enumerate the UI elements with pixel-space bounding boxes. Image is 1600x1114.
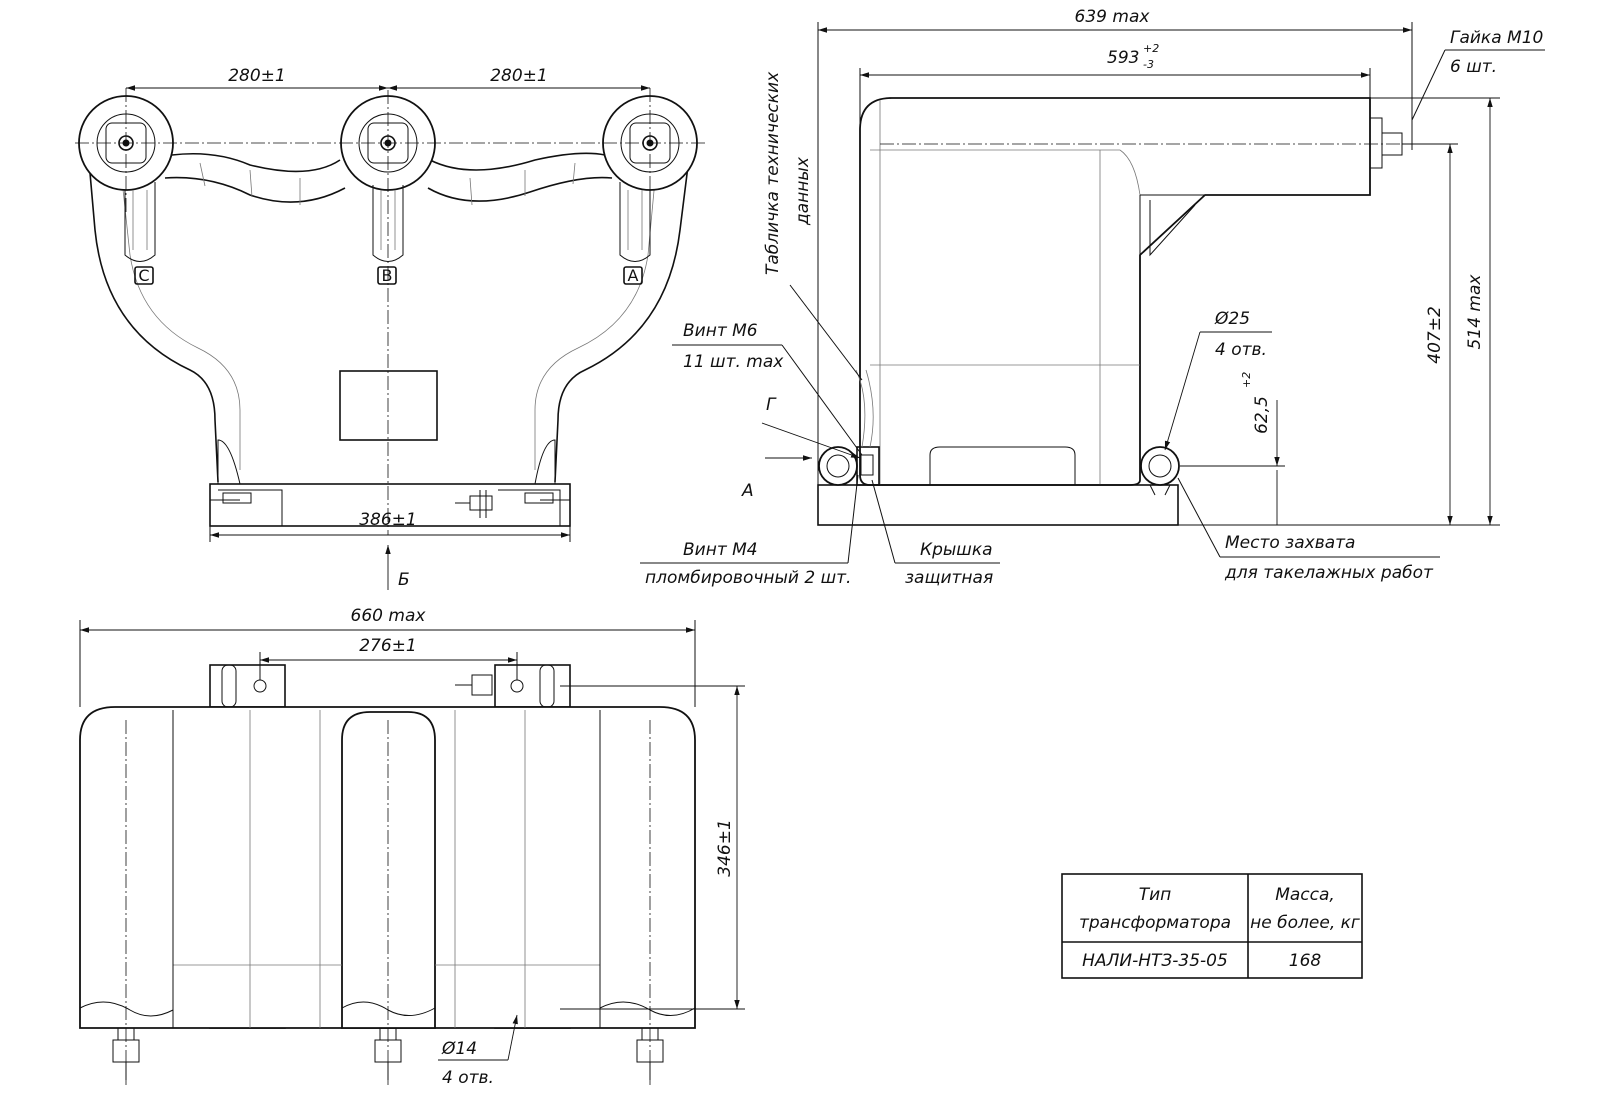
side-view: 639 max 593 +2 -3 514 max 407±2 62,5 +2 … [640,7,1545,588]
terminal-label-b: B [377,266,397,285]
plate-callout-2: данных [793,156,813,226]
table-col2-header-2: не более, кг [1250,913,1360,933]
nut-callout-qty: 6 шт. [1450,57,1497,77]
front-frame-outline [87,149,691,483]
view-a-label: А [741,481,754,501]
hole14-count: 4 отв. [442,1068,494,1088]
front-view: C B A 280±1 280±1 [75,66,705,590]
front-frame-inner [121,179,656,470]
cover-callout: Крышка [920,540,993,560]
side-body [859,97,1371,486]
hole25-label: Ø25 [1214,309,1250,329]
nut-callout: Гайка М10 [1450,28,1543,48]
svg-text:C: C [138,266,149,285]
dim-overall-height: 514 max [1465,274,1485,350]
dim-overall-length: 639 max [1075,7,1151,27]
lift-callout-2: для такелажных работ [1224,563,1434,583]
svg-text:A: A [628,266,639,285]
side-base [817,484,1179,526]
terminal-label-c: C [134,266,154,285]
table-col1-header: Тип [1139,885,1172,905]
hole14-label: Ø14 [441,1039,477,1059]
table-col2-header: Масса, [1275,885,1335,905]
dim-overall-width: 660 max [351,606,427,626]
dim-top-left-pitch: 280±1 [228,66,286,86]
front-tube-upper [171,152,606,173]
hole25-count: 4 отв. [1215,340,1267,360]
table-col1-header-2: трансформатора [1079,913,1231,933]
dim-body-length-tol-up: +2 [1143,42,1159,55]
dim-height-axis: 407±2 [1425,306,1445,364]
dim-eye-height: 62,5 [1252,396,1272,434]
plan-body-middle [341,711,436,1029]
front-base [209,483,571,527]
dim-body-length: 593 [1107,48,1139,68]
plate-callout: Табличка технических [763,71,783,275]
dim-depth: 346±1 [715,819,735,877]
screw-m4-callout: Винт М4 [683,540,758,560]
front-nameplate [339,370,438,441]
svg-text:B: B [382,266,393,285]
dim-mount-pitch: 276±1 [359,636,417,656]
protective-cover [856,446,880,486]
screw-m4-desc: пломбировочный 2 шт. [645,568,851,588]
view-b-label: Б [398,570,410,590]
dim-base-width: 386±1 [359,510,417,530]
screw-m6-callout: Винт М6 [683,321,758,341]
view-g-label: Г [766,395,777,415]
spec-table: Тип трансформатора Масса, не более, кг Н… [1061,873,1363,979]
table-mass-value: 168 [1289,951,1322,971]
terminal-label-a: A [623,266,643,285]
dim-body-length-tol-low: -3 [1143,58,1154,71]
lift-callout: Место захвата [1225,533,1355,553]
front-tube-lower [164,176,613,203]
table-type-value: НАЛИ-НТЗ-35-05 [1082,951,1228,971]
cover-callout-2: защитная [905,568,993,588]
front-base-brackets [210,439,570,526]
plan-view: 660 max 276±1 346±1 Ø14 4 отв. [79,606,745,1088]
front-tube-shade [199,162,576,206]
dim-eye-height-tol: +2 [1240,372,1253,388]
dim-top-right-pitch: 280±1 [490,66,548,86]
screw-m6-qty: 11 шт. max [683,352,784,372]
